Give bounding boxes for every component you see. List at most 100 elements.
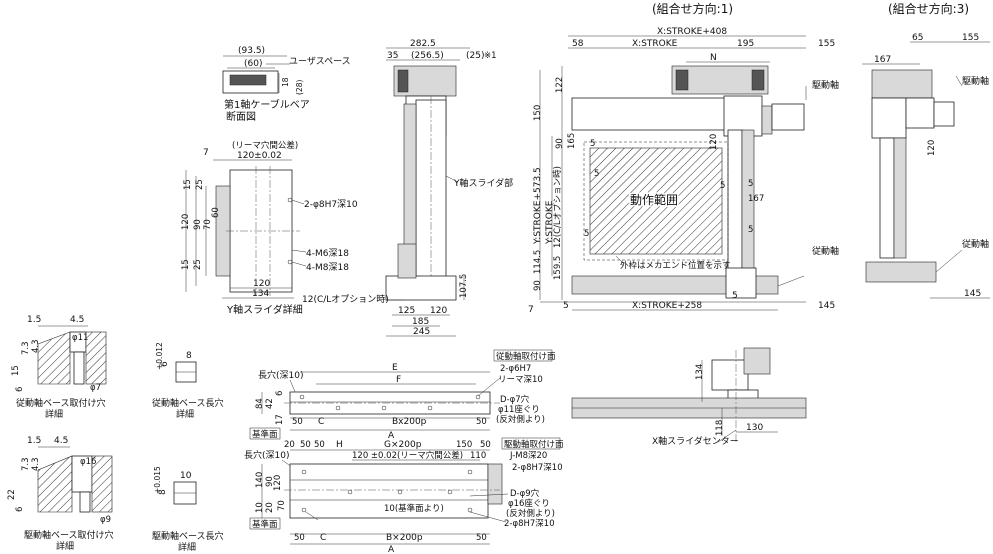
- dir3-dim-167: 167: [874, 55, 891, 65]
- plan-vdim-90-bottom: 90: [533, 280, 543, 291]
- drive-base-bottom-50-right: 50: [476, 533, 487, 543]
- drive-base-hole-line1: D-φ9穴: [510, 488, 540, 499]
- plan-inner-5-d: 5: [720, 181, 725, 191]
- drive-base-dim-110: 110: [470, 451, 486, 461]
- driven-hole-dim-phi11: φ11: [72, 333, 88, 343]
- x-slider-center-label: X軸スライダセンター: [652, 435, 739, 447]
- side-dim-35: 35: [387, 51, 398, 61]
- side-dim-107-5: 107.5: [459, 274, 469, 298]
- plan-inner-5-e: 5: [748, 179, 753, 189]
- slider-callout-m6: 4-M6深18: [306, 248, 349, 259]
- drive-base-vdim-20: 20: [265, 502, 275, 513]
- dir3-bottom-145: 145: [964, 289, 981, 299]
- driven-base-vdim-6: 6: [275, 391, 285, 396]
- driven-hole-dim-phi7: φ7: [90, 383, 101, 393]
- user-space-label: ユーザスペース: [289, 56, 351, 67]
- plan-drive-shaft: 駆動軸: [812, 79, 839, 91]
- slider-vdim-70: 70: [203, 219, 213, 230]
- plan-dim-stroke-408: X:STROKE+408: [657, 27, 727, 37]
- side-dim-282-5: 282.5: [410, 39, 436, 49]
- drive-base-dowel-top: 2-φ8H7深10: [512, 463, 563, 473]
- driven-base-mount-title: 従動軸取付け面: [496, 351, 556, 362]
- drive-hole-dim-1-5: 1.5: [27, 436, 41, 446]
- drive-slot-subtitle: 詳細: [178, 541, 196, 553]
- drive-hole-dim-phi9: φ9: [100, 515, 111, 525]
- plan-inner-5-a: 5: [590, 139, 595, 149]
- driven-slot-title: 従動軸ベース長穴: [152, 397, 224, 409]
- slider-vdim-25-bottom: 25: [193, 259, 203, 270]
- plan-vdim-159-5: 159.5: [553, 256, 563, 280]
- driven-base-slot-label: 長穴(深10): [258, 369, 303, 381]
- drive-hole-dim-22: 22: [7, 489, 17, 500]
- plan-vdim-y-stroke-573-5: Y:STROKE+573.5: [533, 167, 543, 245]
- drive-slot-tol: +0.015: [153, 466, 162, 494]
- plan-vdim-150: 150: [533, 105, 543, 121]
- drive-base-dim-g200p: G×200p: [384, 440, 422, 450]
- dir3-drive-shaft: 駆動軸: [962, 75, 989, 87]
- drive-base-bottom-50-left: 50: [294, 533, 305, 543]
- plan-vdim-165: 165: [567, 133, 577, 149]
- slider-vdim-25-top: 25: [195, 179, 205, 190]
- driven-base-hole-line3: (反対側より): [496, 414, 545, 425]
- drive-base-vdim-70: 70: [277, 500, 287, 511]
- cable-bear-dim-18: 18: [281, 77, 290, 87]
- drive-base-ref-note: 10(基準面より): [384, 503, 444, 514]
- drive-base-bottom-b200p: B×200p: [386, 533, 423, 543]
- driven-hole-dim-4-3: 4.3: [31, 339, 41, 353]
- driven-hole-dim-15: 15: [11, 365, 21, 376]
- drive-base-mount-title: 駆動軸取付け面: [504, 439, 564, 450]
- drive-base-dim-150: 150: [456, 440, 472, 450]
- combo-direction-3-header: (組合せ方向:3): [888, 1, 969, 16]
- drive-base-bottom-a: A: [388, 545, 395, 554]
- driven-hole-title: 従動軸ベース取付け穴: [16, 397, 106, 409]
- plan-bottom-5-left: 5: [563, 301, 569, 311]
- driven-base-plan: 長穴(深10) E F 84 42 6 17 50 C Bx200p 50 A …: [249, 349, 556, 441]
- y-slider-detail: (リーマ穴間公差) 120±0.02 7 15 25 120 90 70 60 …: [181, 140, 358, 316]
- drive-base-dim-50-c: 50: [480, 440, 491, 450]
- x-slider-view: 134 118 130 X軸スライダセンター: [571, 347, 807, 447]
- driven-base-dim-e: E: [392, 363, 398, 373]
- user-space-area: [229, 74, 267, 86]
- plan-dim-195: 195: [737, 39, 754, 49]
- driven-slot-tol: +0.012: [155, 342, 164, 370]
- drive-base-dim-20: 20: [284, 440, 295, 450]
- driven-base-dim-50-left: 50: [292, 417, 303, 427]
- plan-vdim-90-top: 90: [555, 138, 565, 149]
- motion-area: [589, 147, 723, 255]
- x-slider-dim-134: 134: [695, 364, 705, 380]
- plan-dim-155: 155: [818, 39, 835, 49]
- slider-vdim-15-top: 15: [183, 179, 193, 190]
- driven-base-vdim-17: 17: [275, 414, 285, 425]
- drive-hole-detail: 1.5 4.5 7.3 4.3 φ16 6 22 φ9 駆動軸ベース取付け穴 詳…: [7, 436, 114, 552]
- drive-base-reamer-dim: 120 ±0.02(リーマ穴間公差): [352, 450, 463, 461]
- driven-hole-dim-6: 6: [15, 387, 25, 392]
- drive-base-vdim-90: 90: [265, 476, 275, 487]
- plan-inner-5-c: 5: [584, 229, 589, 239]
- slider-detail-title: Y軸スライダ詳細: [226, 303, 303, 316]
- plan-inner-167: 167: [748, 194, 764, 204]
- drive-base-vdim-10: 10: [255, 502, 265, 513]
- slider-vdim-90: 90: [193, 219, 203, 230]
- driven-hole-dim-4-5: 4.5: [70, 315, 84, 325]
- drive-base-slot-label: 長穴(深10): [244, 449, 289, 461]
- plan-inner-5-b: 5: [594, 169, 599, 179]
- drive-base-dowel-bottom: 2-φ8H7深10: [504, 519, 555, 529]
- plan-dim-n: N: [710, 53, 717, 63]
- plan-dim-58: 58: [572, 39, 584, 49]
- plan-bottom-145: 145: [818, 301, 835, 311]
- slider-bottom-dim-134: 134: [252, 289, 269, 299]
- driven-base-vdim-42: 42: [265, 398, 275, 409]
- cable-bear-section: (93.5) (60) ユーザスペース 18 (28) 第1軸ケーブルベア 断面…: [222, 46, 351, 123]
- drive-base-plan: 20 50 50 H G×200p 150 50 駆動軸取付け面 J-M8深20…: [244, 437, 564, 554]
- drive-base-bottom-c: C: [320, 533, 326, 543]
- drive-base-dim-50-a: 50: [300, 440, 311, 450]
- side-dim-245: 245: [413, 327, 430, 337]
- plan-vdim-option: 12(C/Lオプション時): [553, 166, 563, 248]
- side-dim-120: 120: [430, 306, 447, 316]
- motion-area-label: 動作範囲: [630, 192, 678, 207]
- cable-bear-subtitle: 断面図: [226, 110, 256, 123]
- driven-base-dim-c: C: [318, 417, 324, 427]
- reamer-tolerance-note: (リーマ穴間公差): [232, 140, 298, 151]
- drive-hole-subtitle: 詳細: [56, 540, 74, 552]
- cable-bear-title: 第1軸ケーブルベア: [224, 98, 310, 111]
